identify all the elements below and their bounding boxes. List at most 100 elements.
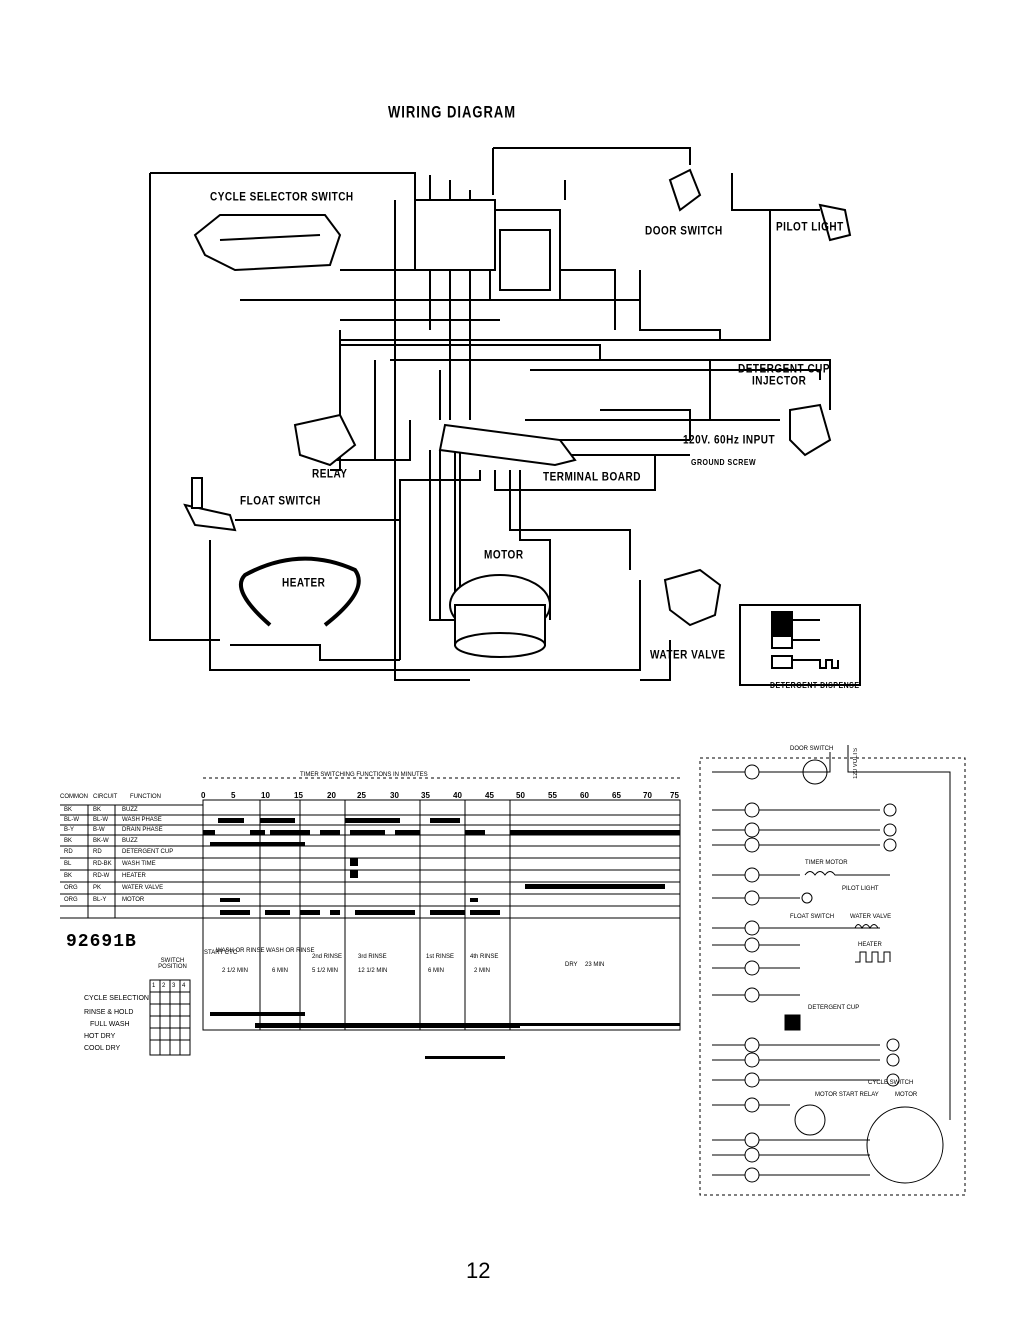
cycle-option: COOL DRY xyxy=(84,1045,121,1052)
phase-time: 12 1/2 MIN xyxy=(358,968,388,974)
phase-name: 1st RINSE xyxy=(426,954,455,960)
row-function: WASH TIME xyxy=(122,861,156,867)
label-terminal-board: TERMINAL BOARD xyxy=(543,471,641,484)
tick-label: 0 xyxy=(201,791,206,800)
detergent-dispense-box xyxy=(739,604,861,686)
phase-time: 2 MIN xyxy=(474,968,491,974)
schematic-pilot-light: PILOT LIGHT xyxy=(842,886,879,892)
schematic-door-switch: DOOR SWITCH xyxy=(790,746,834,752)
components xyxy=(183,168,852,658)
phase-time: 2 1/2 MIN xyxy=(222,968,249,974)
row-circuit: B-W xyxy=(93,827,105,833)
label-relay: RELAY xyxy=(312,468,348,481)
cycle-option: FULL WASH xyxy=(90,1021,130,1028)
part-number: 92691B xyxy=(66,932,137,952)
schematic-input: 120 VOLTS xyxy=(853,748,859,779)
switch-position-label: SWITCH POSITION xyxy=(158,958,187,970)
phase-name: 2nd RINSE xyxy=(312,954,343,960)
label-heater: HEATER xyxy=(282,577,326,590)
label-door-switch: DOOR SWITCH xyxy=(645,225,723,238)
wiring-lines xyxy=(149,147,831,681)
row-function: DETERGENT CUP xyxy=(122,849,174,855)
cycle-selector-switch-body xyxy=(193,214,342,272)
tick-label: 50 xyxy=(516,791,525,800)
tick-label: 55 xyxy=(548,791,557,800)
label-ground-screw: GROUND SCREW xyxy=(691,459,757,468)
tick-label: 70 xyxy=(643,791,652,800)
row-circuit: PK xyxy=(93,885,102,891)
switch-col: 3 xyxy=(172,983,176,989)
row-common: RD xyxy=(64,849,73,855)
row-common: B-Y xyxy=(64,827,75,833)
tick-label: 5 xyxy=(231,791,236,800)
detergent-injector-body xyxy=(789,403,832,457)
schematic-motor-start-relay: MOTOR START RELAY xyxy=(815,1092,879,1098)
schematic-terminals xyxy=(744,764,900,1183)
row-common: BK xyxy=(64,873,73,879)
row-circuit: RD-BK xyxy=(93,861,112,867)
phase-name: WASH OR RINSE xyxy=(216,948,265,954)
label-injector: INJECTOR xyxy=(752,375,807,388)
row-circuit: BL-Y xyxy=(93,897,107,903)
phase-name: START CYC xyxy=(204,950,238,956)
tick-label: 25 xyxy=(357,791,366,800)
row-common: BK xyxy=(64,807,73,813)
row-common: ORG xyxy=(64,885,78,891)
schematic-heater: HEATER xyxy=(858,942,882,948)
schematic-lines xyxy=(699,745,966,1196)
col-header-common: COMMON xyxy=(60,794,88,800)
tick-label: 45 xyxy=(485,791,494,800)
tick-label: 30 xyxy=(390,791,399,800)
relay-body xyxy=(293,413,357,467)
float-switch-body xyxy=(183,503,237,532)
switch-col: 1 xyxy=(152,983,156,989)
page-title: WIRING DIAGRAM xyxy=(388,101,517,122)
heater-element xyxy=(239,556,361,627)
row-circuit: BK-W xyxy=(93,838,109,844)
tick-label: 60 xyxy=(580,791,589,800)
row-function: DRAIN PHASE xyxy=(122,827,163,833)
phase-name: WASH OR RINSE xyxy=(266,948,315,954)
row-common: ORG xyxy=(64,897,78,903)
row-common: BL xyxy=(64,861,72,867)
label-water-valve: WATER VALVE xyxy=(650,649,726,662)
phase-name: DRY xyxy=(565,962,578,968)
col-header-circuit: CIRCUIT xyxy=(93,794,118,800)
row-function: BUZZ xyxy=(122,807,138,813)
timer-chart-header: TIMER SWITCHING FUNCTIONS IN MINUTES xyxy=(300,772,428,778)
phase-time: 6 MIN xyxy=(428,968,445,974)
schematic-water-valve: WATER VALVE xyxy=(850,914,892,920)
phase-time: 23 MIN xyxy=(585,962,605,968)
tick-label: 15 xyxy=(294,791,303,800)
cycle-option: HOT DRY xyxy=(84,1033,116,1040)
pilot-light-body xyxy=(818,203,852,242)
row-circuit: BK xyxy=(93,807,102,813)
row-function: WATER VALVE xyxy=(122,885,164,891)
schematic-detergent-cup: DETERGENT CUP xyxy=(808,1005,860,1011)
label-motor: MOTOR xyxy=(484,549,524,562)
label-float-switch: FLOAT SWITCH xyxy=(240,495,321,508)
phase-time: 6 MIN xyxy=(272,968,289,974)
cycle-option: RINSE & HOLD xyxy=(84,1009,134,1016)
phase-name: 3rd RINSE xyxy=(358,954,387,960)
page-number: 12 xyxy=(466,1258,491,1283)
row-function: BUZZ xyxy=(122,838,138,844)
water-valve-body xyxy=(663,568,722,627)
row-function: HEATER xyxy=(122,873,146,879)
tick-label: 65 xyxy=(612,791,621,800)
row-common: BL-W xyxy=(64,817,79,823)
door-switch-body xyxy=(668,168,702,212)
col-header-function: FUNCTION xyxy=(130,794,161,800)
phase-time: 5 1/2 MIN xyxy=(312,968,339,974)
tick-label: 35 xyxy=(421,791,430,800)
row-function: WASH PHASE xyxy=(122,817,162,823)
schematic-float-switch: FLOAT SWITCH xyxy=(790,914,835,920)
terminal-board-body xyxy=(438,423,577,467)
schematic-motor: MOTOR xyxy=(895,1092,918,1098)
label-input: 120V. 60Hz INPUT xyxy=(683,434,776,447)
label-detergent-dispense: DETERGENT DISPENSE xyxy=(770,682,860,691)
schematic-cycle-switch: CYCLE SWITCH xyxy=(868,1080,914,1086)
label-cycle-selector-switch: CYCLE SELECTOR SWITCH xyxy=(210,191,354,204)
row-function: MOTOR xyxy=(122,897,145,903)
